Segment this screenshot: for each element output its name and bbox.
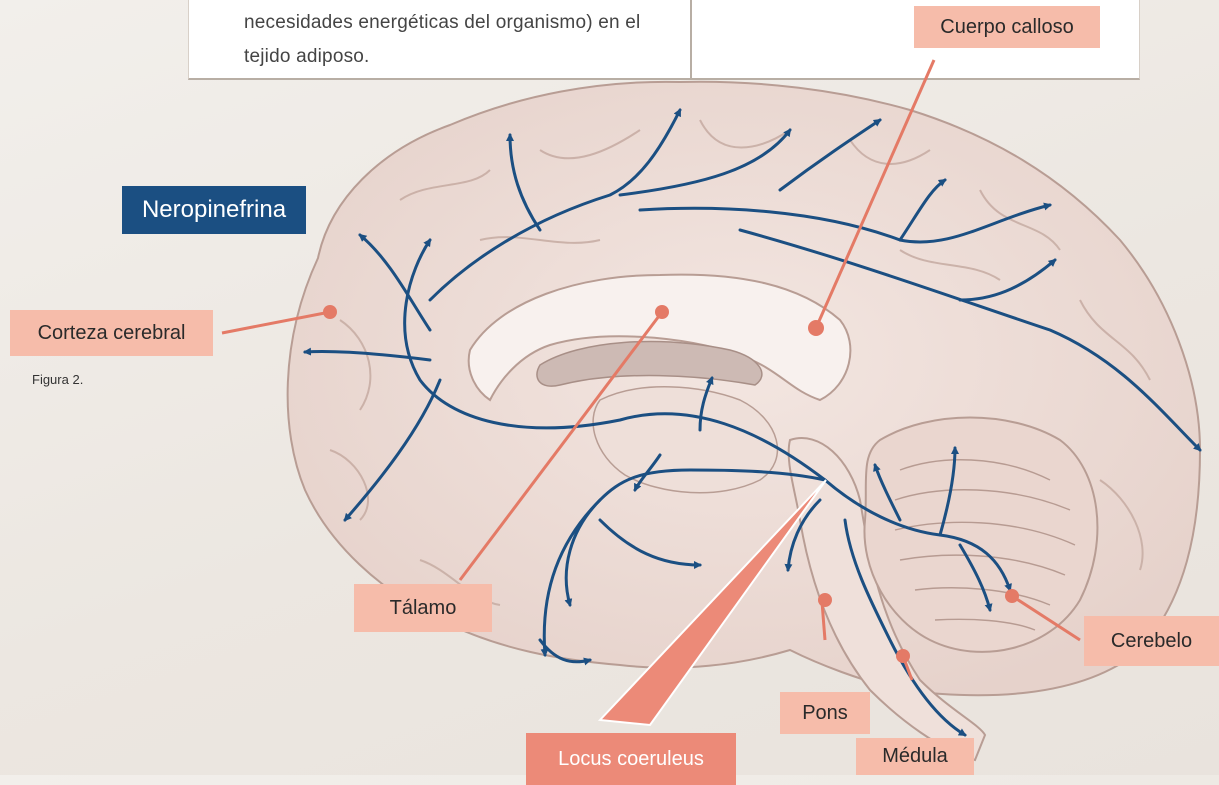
figure-caption: Figura 2.: [32, 372, 83, 387]
label-corteza-cerebral: Corteza cerebral: [10, 310, 213, 356]
label-pons: Pons: [780, 692, 870, 734]
label-locus-coeruleus: Locus coeruleus: [526, 733, 736, 785]
label-cerebelo: Cerebelo: [1084, 616, 1219, 666]
label-medula: Médula: [856, 738, 974, 775]
label-talamo: Tálamo: [354, 584, 492, 632]
neurotransmitter-title: Neropinefrina: [122, 186, 306, 234]
label-cuerpo-calloso: Cuerpo calloso: [914, 6, 1100, 48]
cerebellum: [864, 418, 1097, 652]
